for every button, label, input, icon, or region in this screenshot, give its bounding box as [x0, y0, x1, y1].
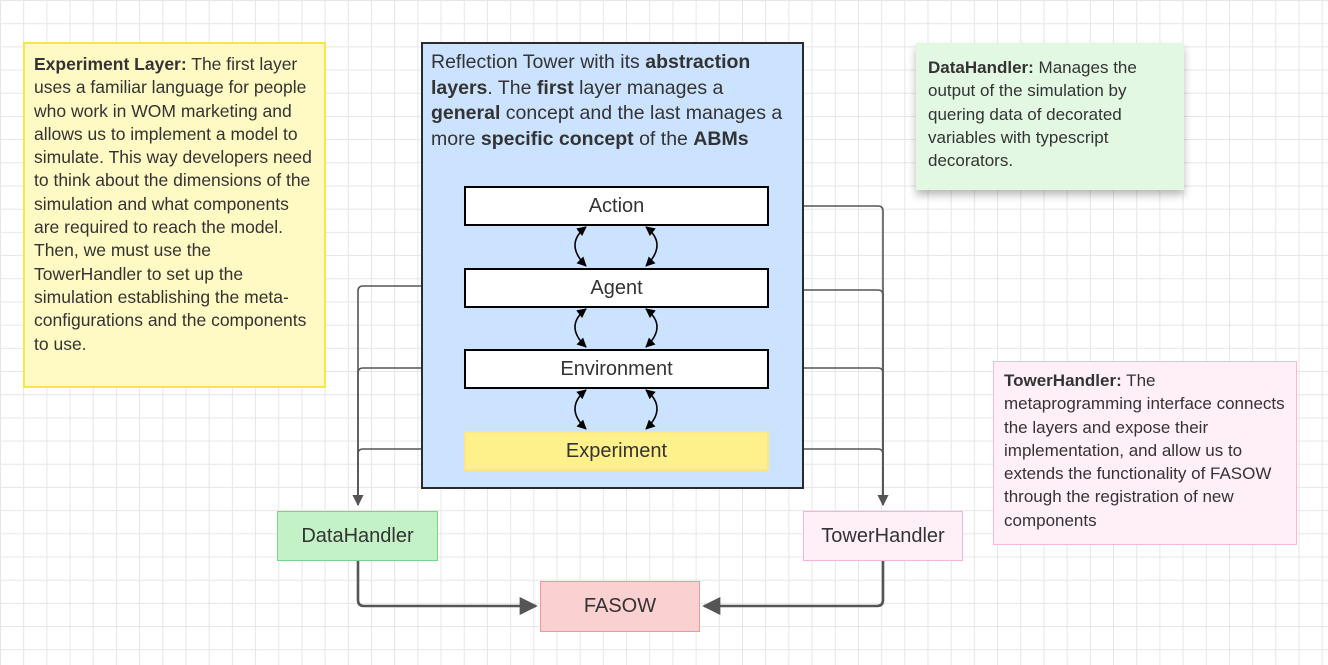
towerhandler-note: TowerHandler: The metaprogramming interf…: [993, 361, 1297, 545]
layer-agent[interactable]: Agent: [464, 268, 769, 308]
layer-environment[interactable]: Environment: [464, 349, 769, 389]
experiment-layer-note-body: The first layer uses a familiar language…: [34, 54, 312, 354]
tower-desc-bold: ABMs: [693, 127, 749, 150]
layer-action[interactable]: Action: [464, 186, 769, 226]
reflection-tower[interactable]: Reflection Tower with its abstraction la…: [421, 42, 804, 489]
connector-experiment-to-datahandler: [357, 448, 421, 505]
connector-experiment-to-towerhandler: [804, 448, 884, 505]
datahandler-node[interactable]: DataHandler: [277, 511, 438, 561]
connector-agent-to-datahandler: [352, 285, 421, 507]
link-agent-environment-left: [574, 308, 587, 348]
connector-agent-to-towerhandler: [804, 289, 884, 505]
layer-link-arrows: [574, 226, 658, 430]
link-action-agent-left: [574, 226, 587, 267]
link-action-agent-right: [645, 226, 658, 267]
towerhandler-note-body: The metaprogramming interface connects t…: [1004, 371, 1285, 530]
link-environment-experiment-left: [574, 389, 587, 430]
link-environment-experiment-right: [645, 389, 658, 430]
layer-experiment[interactable]: Experiment: [464, 431, 769, 471]
fasow-node[interactable]: FASOW: [540, 581, 700, 632]
datahandler-note-body: Manages the output of the simulation by …: [928, 58, 1137, 171]
tower-desc-bold: general: [431, 102, 501, 124]
connector-towerhandler-to-fasow: [702, 561, 885, 616]
tower-description: Reflection Tower with its abstraction la…: [431, 50, 793, 152]
experiment-layer-note: Experiment Layer: The first layer uses a…: [23, 42, 326, 388]
datahandler-note-title: DataHandler:: [928, 58, 1034, 77]
tower-desc-part: of the: [633, 127, 694, 150]
tower-desc-part: layer manages a: [573, 76, 724, 99]
link-agent-environment-right: [645, 308, 658, 348]
tower-desc-bold: first: [536, 76, 574, 99]
tower-desc-part: . The: [487, 76, 537, 99]
towerhandler-note-title: TowerHandler:: [1004, 371, 1122, 390]
connector-environment-to-datahandler: [357, 367, 421, 505]
tower-desc-part: concept and the last manages a more: [431, 102, 783, 150]
connector-environment-to-towerhandler: [804, 367, 884, 505]
tower-desc-part: Reflection Tower with its: [431, 51, 646, 73]
tower-desc-bold: specific concept: [480, 127, 634, 150]
towerhandler-node[interactable]: TowerHandler: [803, 511, 963, 561]
connector-datahandler-to-fasow: [356, 561, 538, 616]
experiment-layer-note-title: Experiment Layer:: [34, 54, 187, 74]
tower-desc-bold: abstraction layers: [431, 51, 751, 99]
connector-action-to-towerhandler: [804, 205, 889, 507]
datahandler-note: DataHandler: Manages the output of the s…: [916, 43, 1184, 190]
